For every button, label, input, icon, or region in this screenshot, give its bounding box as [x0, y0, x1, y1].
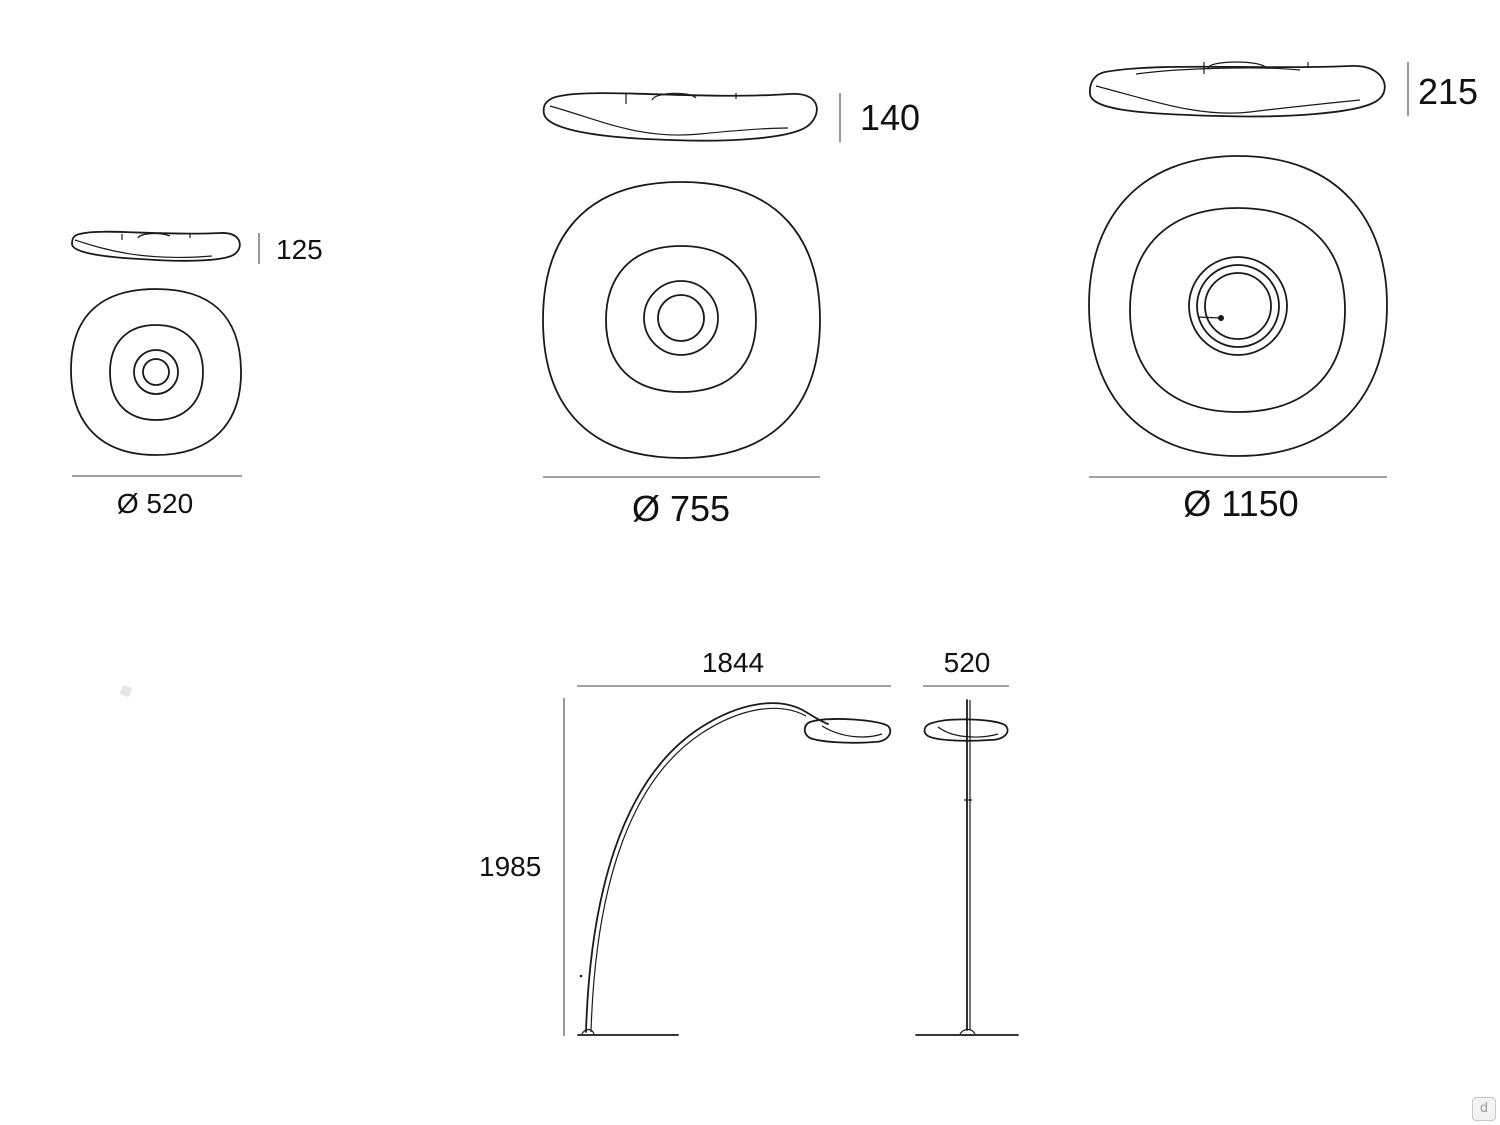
watermark-badge: d	[1472, 1097, 1496, 1121]
head-width-label: 520	[944, 647, 991, 678]
lamp-medium: 140 Ø 755	[542, 92, 920, 529]
lamp-small: 125 Ø 520	[70, 230, 323, 519]
lamp-large: 215 Ø 1150	[1088, 61, 1478, 524]
small-height-label: 125	[276, 234, 323, 265]
large-diameter-label: Ø 1150	[1183, 483, 1298, 524]
lamp-medium-side-view	[542, 92, 818, 142]
lamp-large-side-view	[1089, 61, 1386, 118]
lamp-large-top-view	[1088, 155, 1388, 457]
reach-label: 1844	[702, 647, 764, 678]
lamp-small-side-view	[71, 230, 241, 262]
small-diameter-label: Ø 520	[117, 488, 193, 519]
floor-lamp-side-view: 1844 1985	[479, 647, 892, 1036]
lamp-medium-top-view	[542, 181, 821, 459]
large-height-label: 215	[1418, 71, 1478, 112]
total-height-label: 1985	[479, 851, 541, 882]
floor-lamp-front-view: 520	[915, 647, 1019, 1036]
lamp-small-top-view	[70, 288, 242, 456]
medium-height-label: 140	[860, 97, 920, 138]
medium-diameter-label: Ø 755	[632, 488, 730, 529]
cable-point	[1218, 315, 1224, 321]
